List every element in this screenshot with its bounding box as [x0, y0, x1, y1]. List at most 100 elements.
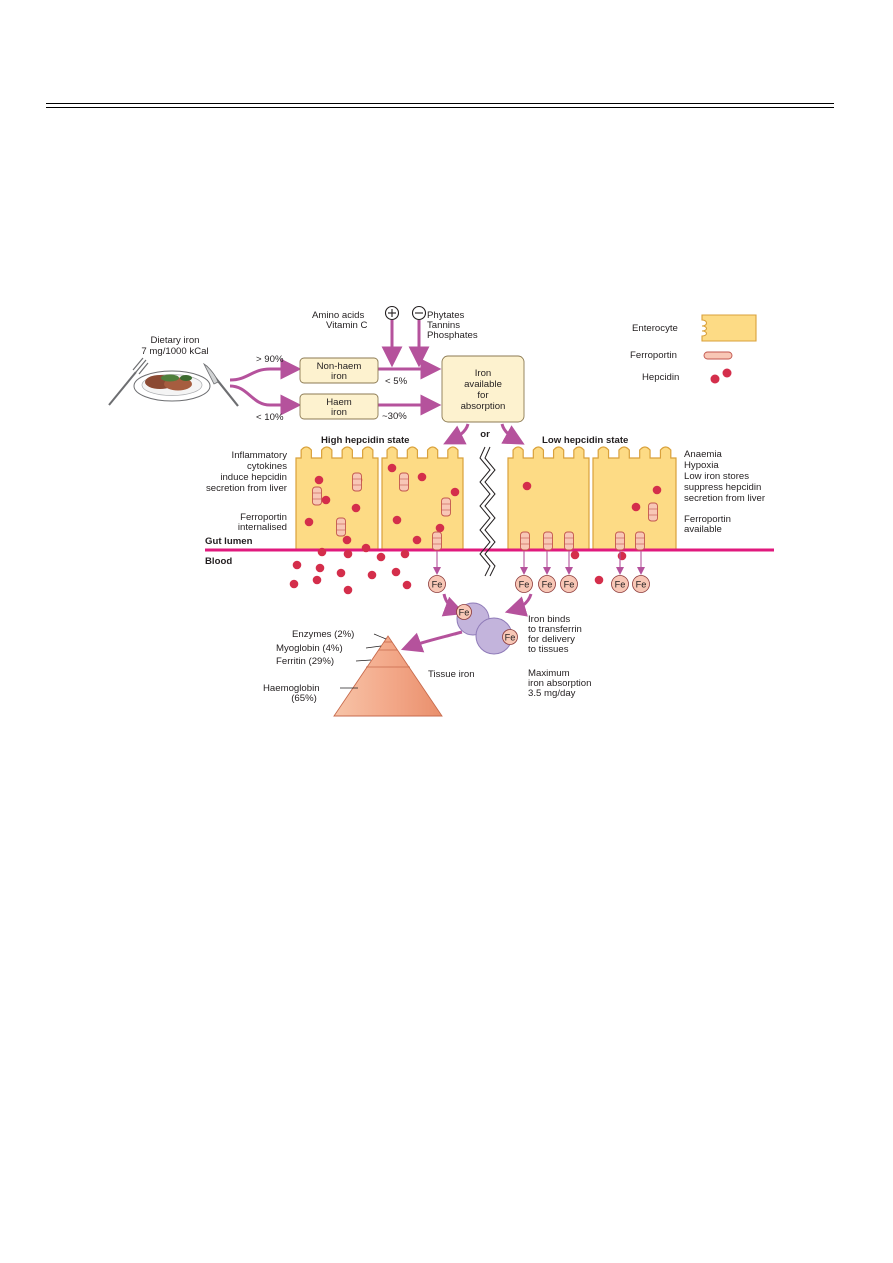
hepcidin-dot — [400, 549, 410, 559]
arrow-fe-to-transferrin-right — [504, 593, 533, 617]
hepcidin-dot — [343, 549, 353, 559]
fe-label: Fe — [564, 579, 575, 589]
fe-label: Fe — [432, 579, 443, 589]
inflammatory-line4: secretion from liver — [206, 483, 288, 494]
transferrin-fe-2: Fe — [505, 633, 516, 643]
pyramid-haemoglobin-line2: (65%) — [291, 693, 317, 704]
hepcidin-dot — [312, 575, 322, 585]
hepcidin-dot — [317, 547, 327, 557]
fe-ion: Fe — [515, 551, 533, 593]
hepcidin-dot — [402, 580, 412, 590]
ferroportin-internalised-line2: internalised — [238, 522, 287, 533]
max-absorption-line1: Maximum — [528, 668, 570, 679]
low-cause-iron-stores: Low iron stores — [684, 471, 749, 482]
intake-arrows — [229, 320, 442, 416]
hepcidin-dot — [522, 481, 532, 491]
ferroportin-legend-icon — [703, 351, 733, 360]
fork-icon — [108, 357, 149, 406]
ferroportin-channel — [635, 531, 645, 551]
transferrin-line1: Iron binds — [528, 614, 570, 625]
ferroportin-channel — [648, 502, 658, 522]
tissue-iron-pyramid — [333, 635, 443, 717]
ferroportin-internalised-line1: Ferroportin — [240, 512, 287, 523]
hepcidin-dot — [450, 487, 460, 497]
fe-ion: Fe — [632, 551, 650, 593]
enhancer-vitamin-c: Vitamin C — [326, 320, 367, 331]
hepcidin-dot — [321, 495, 331, 505]
hepcidin-dot — [594, 575, 604, 585]
inhibitor-phosphates: Phosphates — [427, 330, 478, 341]
absorb-non-haem: < 5% — [385, 376, 408, 387]
haem-line1: Haem — [326, 397, 352, 408]
hepcidin-dot — [652, 485, 662, 495]
absorb-haem: ~30% — [382, 411, 407, 422]
enterocyte-cell — [381, 446, 464, 551]
hepcidin-dot — [631, 502, 641, 512]
iron-available-box: Iron available for absorption — [441, 355, 525, 423]
low-cause-hypoxia: Hypoxia — [684, 460, 719, 471]
pyramid-leaders — [340, 633, 387, 689]
fe-label: Fe — [636, 579, 647, 589]
ferroportin-channel — [352, 472, 362, 492]
tissue-iron-label: Tissue iron — [428, 669, 475, 680]
blood-label: Blood — [205, 556, 232, 567]
ferroportin-channel — [615, 531, 625, 551]
hepcidin-dot — [387, 463, 397, 473]
pct-non-haem: > 90% — [256, 354, 284, 365]
inhibitor-tannins: Tannins — [427, 320, 460, 331]
available-line4: absorption — [461, 401, 506, 412]
hepcidin-molecules — [289, 463, 662, 595]
arrow-to-low-state — [500, 423, 525, 445]
inflammatory-line3: induce hepcidin — [220, 472, 287, 483]
fe-ion: Fe — [538, 551, 556, 593]
low-cause-anaemia: Anaemia — [684, 449, 723, 460]
hepcidin-dot — [343, 585, 353, 595]
inhibit-minus-icon — [411, 305, 427, 321]
plate-icon — [133, 370, 211, 402]
hepcidin-dot — [367, 570, 377, 580]
ferroportin-channel — [336, 517, 346, 537]
hepcidin-dot — [351, 503, 361, 513]
header-rule-thick — [46, 103, 834, 104]
ferroportin-channel — [312, 486, 322, 506]
ferroportin-channel — [432, 531, 442, 551]
hepcidin-dot — [289, 579, 299, 589]
transferrin-fe-1: Fe — [459, 608, 470, 618]
pyramid-ferritin: Ferritin (29%) — [276, 656, 334, 667]
hepcidin-dot — [391, 567, 401, 577]
haem-iron-box: Haem iron — [299, 393, 379, 420]
arrow-to-haem — [229, 384, 302, 416]
ferroportin-channel — [564, 531, 574, 551]
ferroportin-available-line2: available — [684, 524, 722, 535]
enterocyte-cell — [507, 446, 590, 551]
arrow-to-non-haem — [229, 358, 302, 382]
available-line1: Iron — [475, 368, 492, 379]
zigzag-separator-right — [484, 446, 496, 577]
ferroportin-channel — [543, 531, 553, 551]
inflammatory-line1: Inflammatory — [232, 450, 288, 461]
hepcidin-dot — [342, 535, 352, 545]
hepcidin-dot — [617, 551, 627, 561]
pyramid-haemoglobin-line1: Haemoglobin — [263, 683, 320, 694]
fe-ion: Fe — [560, 551, 578, 593]
dietary-iron-line1: Dietary iron — [150, 335, 199, 346]
low-cause-suppress: suppress hepcidin — [684, 482, 761, 493]
pyramid-myoglobin: Myoglobin (4%) — [276, 643, 343, 654]
enterocyte-cell — [592, 446, 677, 551]
arrow-to-high-state — [443, 423, 470, 445]
haem-line2: iron — [331, 407, 347, 418]
non-haem-line2: iron — [331, 371, 347, 382]
hepcidin-dot — [361, 543, 371, 553]
hepcidin-dot — [292, 560, 302, 570]
ferroportin-channel — [441, 497, 451, 517]
low-hepcidin-state-label: Low hepcidin state — [542, 435, 628, 446]
hepcidin-dot — [376, 552, 386, 562]
dietary-iron-label: Dietary iron 7 mg/1000 kCal — [141, 335, 208, 357]
hepcidin-dot — [435, 523, 445, 533]
hepcidin-dot — [314, 475, 324, 485]
transferrin-molecule: Fe Fe — [456, 602, 518, 655]
hepcidin-dot — [315, 563, 325, 573]
hepcidin-dot — [570, 550, 580, 560]
hepcidin-dot — [304, 517, 314, 527]
